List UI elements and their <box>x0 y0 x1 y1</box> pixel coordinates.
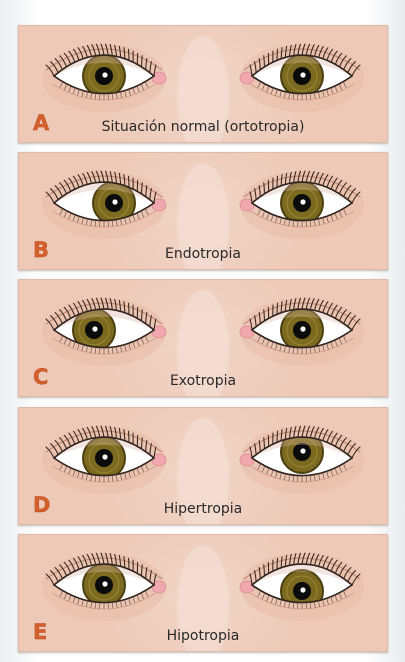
panel-caption: Exotropia <box>19 374 387 388</box>
right-eye <box>42 171 166 239</box>
left-eye <box>240 171 364 239</box>
panel-b: B Endotropia <box>18 152 388 270</box>
left-eye <box>240 426 364 494</box>
highlight <box>300 326 305 331</box>
highlight <box>300 587 305 592</box>
panel-a: A Situación normal (ortotropia) <box>18 25 388 143</box>
highlight <box>300 448 305 453</box>
panel-caption: Hipertropia <box>19 502 387 516</box>
panel-caption: Endotropia <box>19 247 387 261</box>
highlight <box>102 581 107 586</box>
panel-caption: Situación normal (ortotropia) <box>19 120 387 134</box>
highlight <box>300 199 305 204</box>
panel-c: C Exotropia <box>18 279 388 397</box>
panel-caption: Hipotropia <box>19 629 387 643</box>
right-eye <box>42 44 166 112</box>
left-eye <box>240 44 364 112</box>
panel-d: D Hipertropia <box>18 407 388 525</box>
highlight <box>102 454 107 459</box>
right-eye <box>42 426 166 494</box>
highlight <box>112 199 117 204</box>
left-eye <box>240 553 364 621</box>
highlight <box>102 72 107 77</box>
right-eye <box>42 553 166 621</box>
panel-e: E Hipotropia <box>18 534 388 652</box>
highlight <box>300 72 305 77</box>
right-eye <box>42 298 166 366</box>
highlight <box>92 326 97 331</box>
left-eye <box>240 298 364 366</box>
